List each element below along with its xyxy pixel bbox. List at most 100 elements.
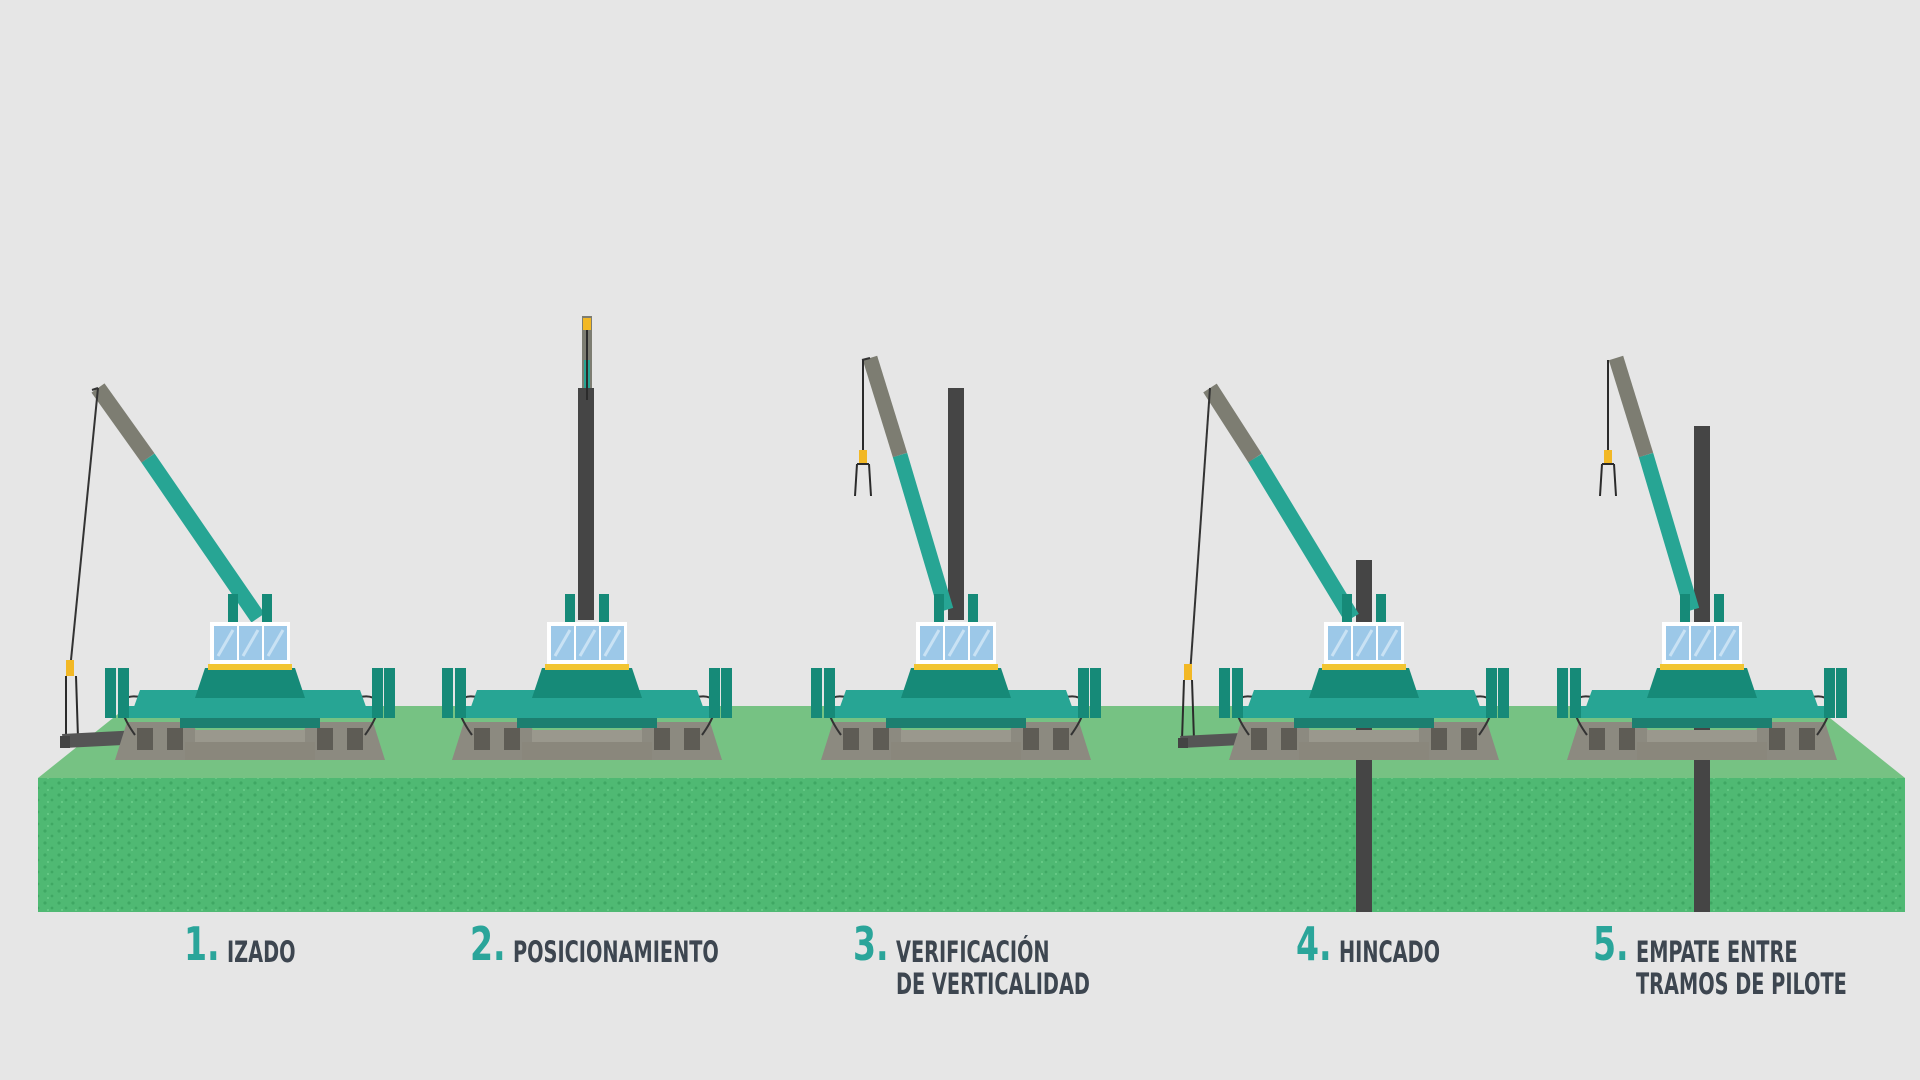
boom-upper <box>1608 355 1654 458</box>
track-clamp <box>1431 728 1447 750</box>
side-post <box>1232 668 1243 718</box>
side-post <box>455 668 466 718</box>
step-text-line: TRAMOS DE PILOTE <box>1635 967 1847 1001</box>
cab-column <box>228 594 238 622</box>
center-platform-base <box>522 742 652 760</box>
side-post <box>1570 668 1581 718</box>
rig-4 <box>1178 383 1509 912</box>
boom-lower <box>1248 453 1359 623</box>
deck-edge <box>1236 706 1492 718</box>
window-glare <box>216 629 235 657</box>
side-post <box>372 668 383 718</box>
side-post <box>1486 668 1497 718</box>
cab-body <box>901 668 1011 698</box>
track-clamp <box>654 728 670 750</box>
hook-block <box>859 450 867 464</box>
track-clamp <box>137 728 153 750</box>
rig-1 <box>60 383 395 760</box>
track-clamp <box>684 728 700 750</box>
window-glare <box>972 629 991 657</box>
cab-column <box>1342 594 1352 622</box>
side-post <box>105 668 116 718</box>
step-number: 4. <box>1296 917 1332 971</box>
boom-upper <box>91 383 155 463</box>
cab-stripe <box>1322 664 1406 670</box>
hook-sling <box>65 675 79 739</box>
step-label-4: 4. HINCADO <box>1296 918 1475 970</box>
cab-body <box>532 668 642 698</box>
window-glare <box>922 629 941 657</box>
track-clamp <box>474 728 490 750</box>
boom-lower <box>141 453 265 623</box>
track-clamp <box>1799 728 1815 750</box>
cab-stripe <box>914 664 998 670</box>
cab-column <box>968 594 978 622</box>
lift-cable <box>69 387 99 671</box>
window-glare <box>1693 629 1712 657</box>
step-text-line: POSICIONAMIENTO <box>512 935 719 969</box>
cab-stripe <box>208 664 292 670</box>
boom-upper <box>862 355 908 458</box>
cab-stripe <box>1660 664 1744 670</box>
hook-sling <box>1181 679 1195 741</box>
hook-block <box>583 318 591 330</box>
side-post <box>709 668 720 718</box>
cab-column <box>262 594 272 622</box>
hook-sling <box>854 463 872 497</box>
window-glare <box>947 629 966 657</box>
boom-tip <box>861 357 871 361</box>
side-post <box>1836 668 1847 718</box>
cab-column <box>934 594 944 622</box>
step-number: 1. <box>184 917 220 971</box>
deck-edge <box>828 706 1084 718</box>
cab-column <box>1376 594 1386 622</box>
track-clamp <box>504 728 520 750</box>
rig-2 <box>442 316 732 760</box>
step-text-line: IZADO <box>226 935 296 969</box>
cab-column <box>1680 594 1690 622</box>
step-text: POSICIONAMIENTO <box>513 918 719 968</box>
window-glare <box>266 629 285 657</box>
lift-cable <box>91 387 99 391</box>
track-clamp <box>1251 728 1267 750</box>
center-platform-base <box>891 742 1021 760</box>
center-platform-base <box>1299 742 1429 760</box>
side-post <box>1078 668 1089 718</box>
deck-edge <box>459 706 715 718</box>
window-glare <box>1330 629 1349 657</box>
center-platform-base <box>1637 742 1767 760</box>
step-label-5: 5. EMPATE ENTRE TRAMOS DE PILOTE <box>1593 918 1920 1000</box>
side-post <box>1557 668 1568 718</box>
track-clamp <box>317 728 333 750</box>
step-text-line: EMPATE ENTRE <box>1635 935 1798 969</box>
step-text-line: DE VERTICALIDAD <box>895 967 1090 1001</box>
step-text-line: VERIFICACIÓN <box>895 935 1050 969</box>
window-glare <box>603 629 622 657</box>
rig-3 <box>811 355 1101 760</box>
step-text: EMPATE ENTRE TRAMOS DE PILOTE <box>1636 918 1847 1000</box>
side-post <box>118 668 129 718</box>
cab-column <box>1714 594 1724 622</box>
deck-edge <box>1574 706 1830 718</box>
cab-body <box>1647 668 1757 698</box>
lift-cable <box>1189 387 1211 676</box>
step-label-1: 1. IZADO <box>184 918 319 970</box>
pile-vertical <box>948 388 964 620</box>
step-number: 5. <box>1593 917 1629 971</box>
window-glare <box>553 629 572 657</box>
step-number: 3. <box>853 917 889 971</box>
step-text: HINCADO <box>1339 918 1440 968</box>
window-glare <box>1355 629 1374 657</box>
rigs <box>60 316 1847 912</box>
side-post <box>1090 668 1101 718</box>
side-post <box>824 668 835 718</box>
track-clamp <box>1619 728 1635 750</box>
ground-texture <box>38 778 1905 912</box>
window-glare <box>1380 629 1399 657</box>
track-clamp <box>1281 728 1297 750</box>
window-glare <box>241 629 260 657</box>
track-clamp <box>1461 728 1477 750</box>
cab-column <box>599 594 609 622</box>
deck-shadow <box>180 718 320 728</box>
